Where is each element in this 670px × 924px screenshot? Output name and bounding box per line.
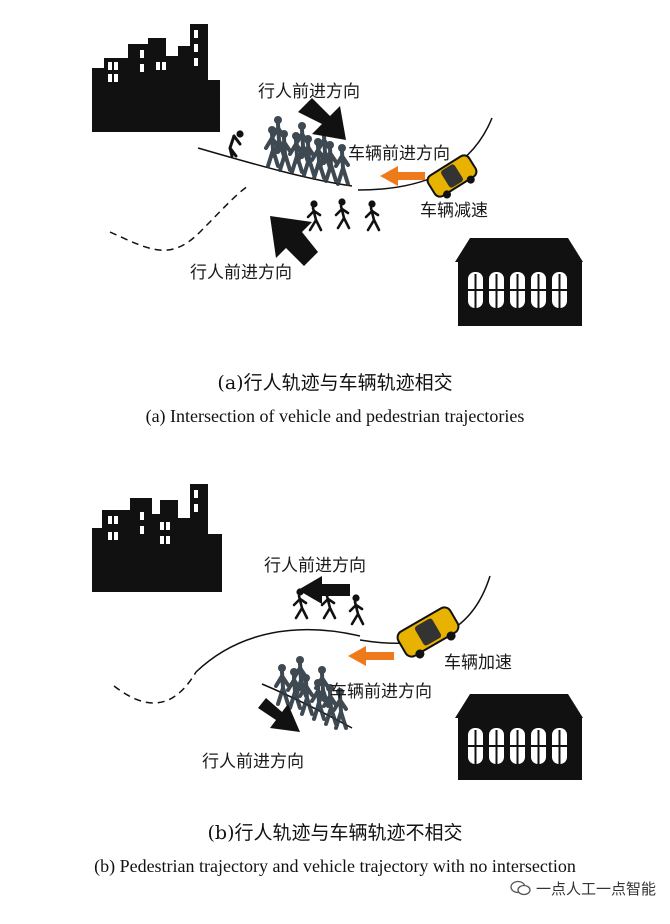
label-pedestrian-direction-a-top: 行人前进方向 [258,82,360,102]
watermark: 一点人工一点智能 [510,878,656,899]
house-building-a [455,238,583,326]
label-pedestrian-direction-b-bottom: 行人前进方向 [202,752,304,772]
bent-pedestrian-a [228,130,244,158]
pedestrian-arrow-b-bottom [258,698,300,732]
watermark-text: 一点人工一点智能 [535,880,656,898]
label-vehicle-accelerate-b: 车辆加速 [444,653,512,673]
house-building-b [455,694,583,780]
car-b [396,606,460,659]
panel-a-graphics [92,24,583,326]
label-pedestrian-direction-b-top: 行人前进方向 [264,556,366,576]
car-a [426,154,478,199]
pedestrian-arrow-b-top [298,576,350,604]
label-vehicle-direction-a: 车辆前进方向 [348,144,450,164]
caption-b-english: (b) Pedestrian trajectory and vehicle tr… [94,856,576,876]
panel-b-graphics [92,484,583,780]
label-vehicle-decelerate-a: 车辆减速 [420,201,488,221]
caption-a-english: (a) Intersection of vehicle and pedestri… [145,406,525,426]
label-vehicle-direction-b: 车辆前进方向 [330,682,432,702]
pedestrian-arrow-a-bottom [270,216,318,266]
vehicle-arrow-a [380,166,425,186]
walking-pedestrians-a [306,197,381,232]
wechat-icon [510,880,531,896]
label-pedestrian-direction-a-bottom: 行人前进方向 [190,263,292,283]
factory-building-b [92,484,222,592]
vehicle-arrow-b [348,646,394,666]
caption-b-chinese: (b)行人轨迹与车辆轨迹不相交 [207,822,463,844]
caption-a-chinese: (a)行人轨迹与车辆轨迹相交 [217,372,453,394]
factory-building-a [92,24,220,132]
pedestrian-arrow-a-top [298,98,346,140]
